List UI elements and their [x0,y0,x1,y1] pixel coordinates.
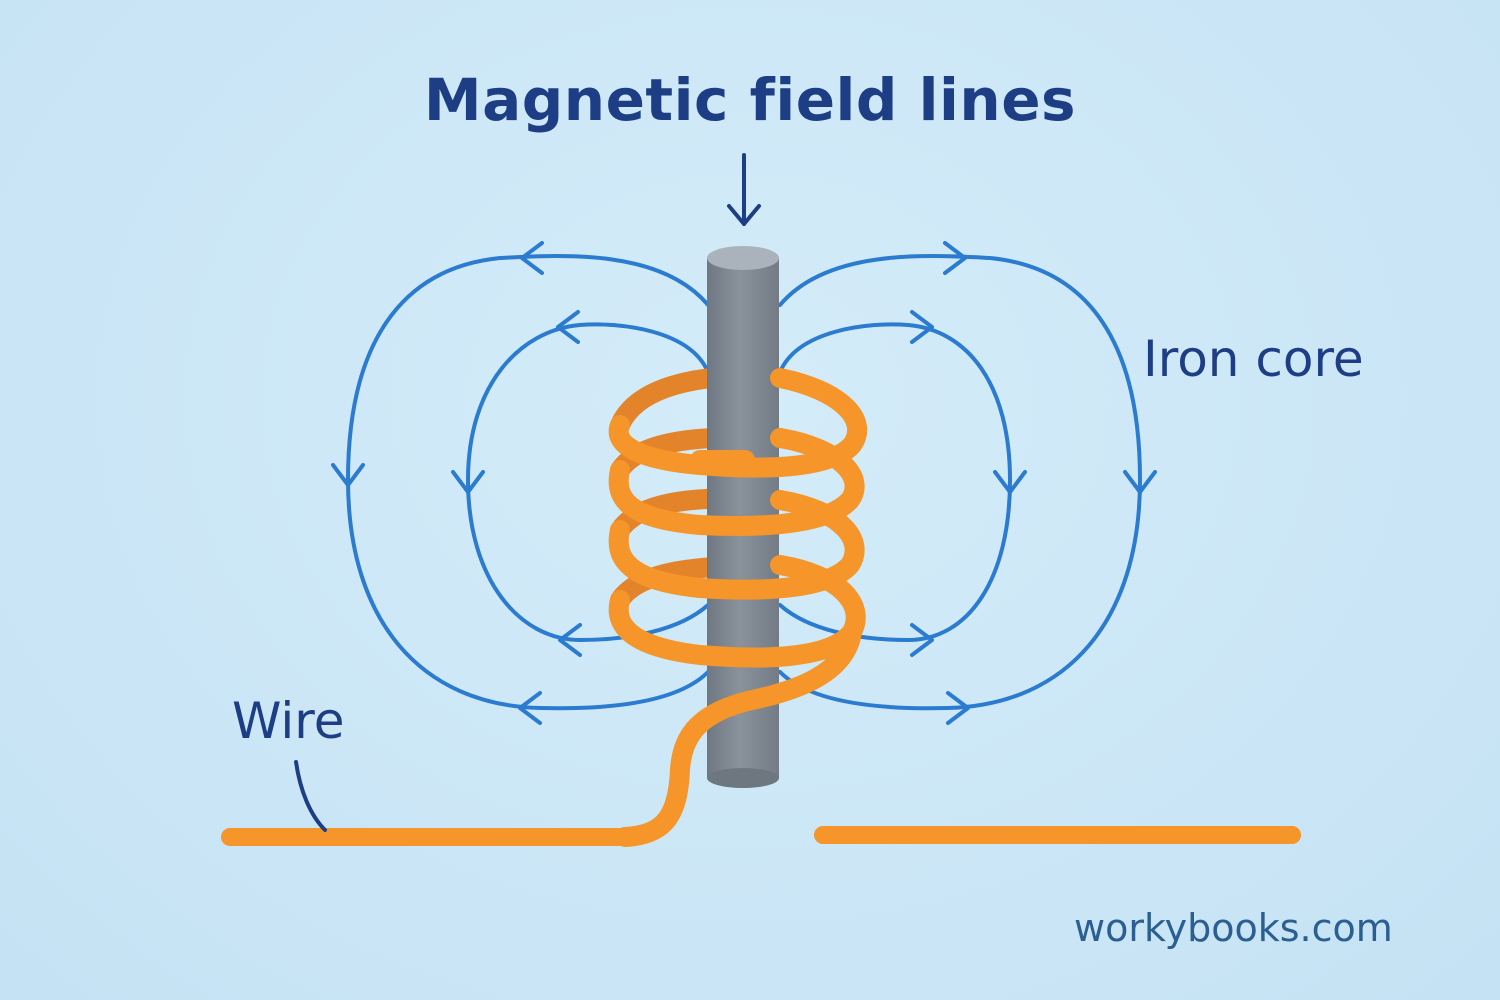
arrow-inner-right-side [993,470,1027,494]
diagram-title: Magnetic field lines [423,66,1077,134]
field-line-inner-left [465,322,710,643]
field-line-arrows [331,241,1157,725]
arrow-inner-left-side [451,470,485,494]
coil-turn-3 [608,490,865,600]
wire-label: Wire [232,692,345,750]
arrow-outer-left-top [520,241,544,275]
arrow-outer-right-side [1123,470,1157,494]
arrow-inner-right-bottom [910,623,934,657]
arrow-outer-left-side [331,463,365,487]
field-lines [345,254,1143,711]
arrow-outer-left-bottom [518,691,542,725]
field-line-inner-right [778,322,1013,643]
arrow-inner-left-bottom [558,623,582,657]
watermark-text: workybooks.com [1074,906,1393,950]
coil-turn-4 [608,555,866,668]
coil-front [608,368,868,847]
field-line-outer-left [345,254,710,711]
down-arrow-icon [727,153,761,226]
arrow-outer-right-bottom [946,691,970,725]
wire [221,826,1301,846]
coil-lead [615,622,862,847]
arrow-inner-right-top [910,310,934,344]
wire-label-leader [294,760,327,832]
iron-core-label: Iron core [1143,330,1364,388]
field-line-outer-right [778,254,1143,711]
arrow-inner-left-top [556,310,580,344]
coil-turn-2 [608,428,865,536]
arrow-outer-right-top [943,241,967,275]
coil-turn-1 [608,368,868,478]
